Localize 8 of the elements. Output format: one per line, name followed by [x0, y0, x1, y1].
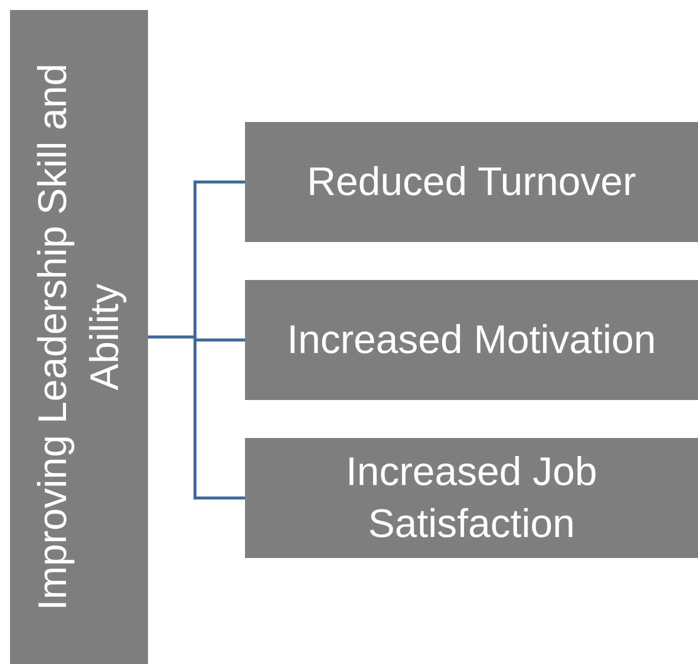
process-box: [245, 438, 698, 558]
process-box: [10, 10, 148, 664]
process-box: [245, 122, 698, 242]
box-label: Reduced Turnover: [306, 159, 638, 206]
process-box: [245, 280, 698, 400]
box-label: Increased Motivation: [286, 317, 658, 364]
box-label: Increased Job Satisfaction: [344, 449, 598, 548]
box-label: Improving Leadership Skill and Ability: [30, 62, 128, 612]
